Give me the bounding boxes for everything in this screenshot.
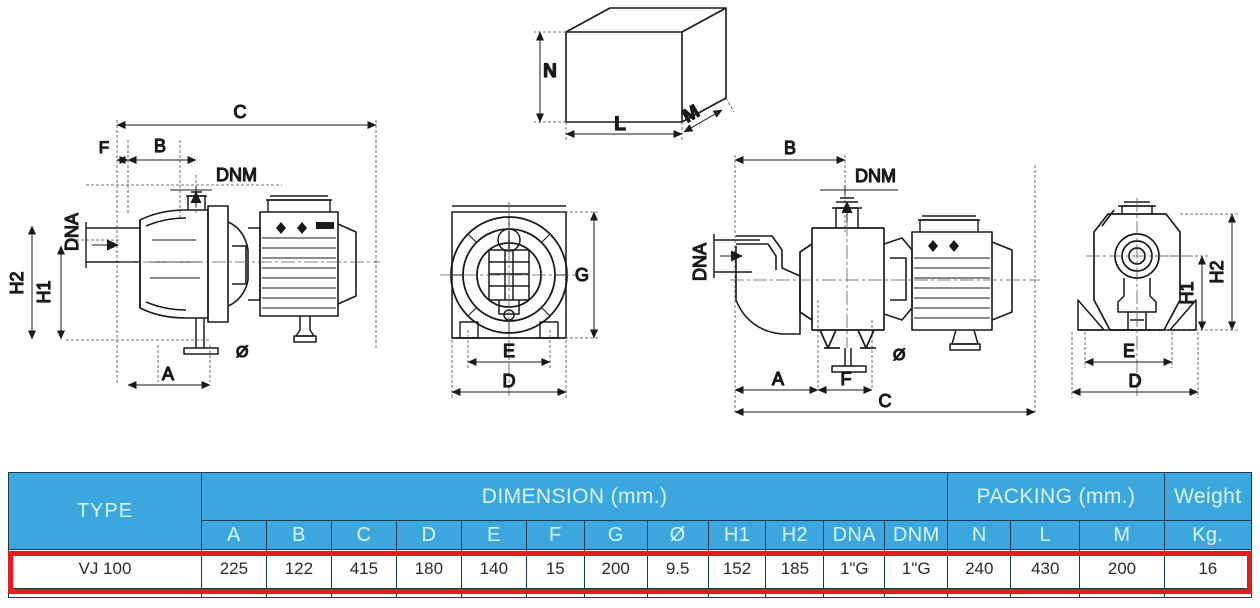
cell-next-L [1010, 588, 1081, 598]
cell-next-D [395, 588, 462, 598]
subheader-A: A [200, 520, 267, 550]
cell-E: 140 [460, 549, 527, 589]
view4-label-D: D [1129, 371, 1142, 391]
view4-label-H2: H2 [1207, 260, 1227, 283]
subheader-N: N [947, 520, 1012, 550]
view1-label-H2: H2 [7, 271, 27, 294]
cell-next-diameter [646, 588, 709, 598]
cell-next-M [1079, 588, 1165, 598]
subheader-B: B [265, 520, 332, 550]
view1-label-H1: H1 [34, 280, 54, 303]
cell-type: VJ 100 [8, 549, 202, 589]
cell-M: 200 [1079, 549, 1165, 589]
view1-label-B: B [154, 136, 166, 156]
drawing-view-3: B DNM DNA A [689, 137, 1040, 416]
header-type: TYPE [8, 472, 202, 550]
cell-next-F [525, 588, 585, 598]
subheader-H1: H1 [707, 520, 767, 550]
subheader-C: C [330, 520, 397, 550]
specification-table: TYPE DIMENSION (mm.) PACKING (mm.) Weigh… [8, 472, 1253, 598]
subheader-DNM: DNM [884, 520, 949, 550]
specification-table-wrapper: TYPE DIMENSION (mm.) PACKING (mm.) Weigh… [8, 472, 1253, 608]
view1-label-F: F [99, 138, 109, 157]
drawing-view-4: H2 H1 [1071, 198, 1240, 398]
view1-label-DNM: DNM [216, 165, 257, 185]
header-packing: PACKING (mm.) [947, 472, 1165, 521]
cell-next-H2 [765, 588, 825, 598]
cell-A: 225 [200, 549, 267, 589]
view4-label-E: E [1123, 341, 1135, 361]
cell-next-E [460, 588, 527, 598]
view2-label-E: E [503, 341, 515, 361]
cell-next-type [8, 588, 202, 598]
cell-DNA: 1"G [823, 549, 886, 589]
subheader-H2: H2 [765, 520, 825, 550]
view3-label-C: C [879, 391, 892, 411]
view1-label-A: A [162, 364, 174, 384]
packing-label-N: N [543, 61, 557, 82]
view2-label-G: G [575, 265, 589, 285]
drawing-view-2: G E [440, 202, 600, 398]
cell-next-Kg [1163, 588, 1253, 598]
subheader-E: E [460, 520, 527, 550]
header-dimension: DIMENSION (mm.) [200, 472, 949, 521]
cell-next-C [330, 588, 397, 598]
subheader-D: D [395, 520, 462, 550]
cell-L: 430 [1010, 549, 1081, 589]
cell-Kg: 16 [1163, 549, 1253, 589]
view3-label-B: B [784, 138, 796, 158]
subheader-diameter: Ø [646, 520, 709, 550]
cell-H1: 152 [707, 549, 767, 589]
cell-next-DNA [823, 588, 886, 598]
subheader-Kg: Kg. [1163, 520, 1253, 550]
subheader-F: F [525, 520, 585, 550]
view3-label-A: A [772, 369, 784, 389]
packing-label-L: L [614, 114, 626, 135]
packing-box-drawing: N L [534, 7, 735, 140]
view1-label-diameter: Ø [236, 344, 248, 361]
cell-D: 180 [395, 549, 462, 589]
technical-drawings-svg: C F B DNM [6, 7, 1240, 416]
cell-next-B [265, 588, 332, 598]
cell-diameter: 9.5 [646, 549, 709, 589]
cell-F: 15 [525, 549, 585, 589]
cell-C: 415 [330, 549, 397, 589]
cell-N: 240 [947, 549, 1012, 589]
cell-DNM: 1"G [884, 549, 949, 589]
view3-label-F: F [841, 369, 852, 389]
table-row[interactable]: VJ 100 225 122 415 180 140 15 200 9.5 15… [8, 549, 1253, 589]
table-sub-header-row: A B C D E F G Ø H1 H2 DNA DNM N L M Kg. [9, 520, 1253, 550]
cell-next-A [200, 588, 267, 598]
cell-next-N [947, 588, 1012, 598]
cell-next-DNM [884, 588, 949, 598]
cell-G: 200 [583, 549, 648, 589]
view4-label-H1: H1 [1177, 281, 1197, 304]
cell-next-G [583, 588, 648, 598]
view3-label-DNM: DNM [855, 166, 896, 186]
cell-next-H1 [707, 588, 767, 598]
view1-label-DNA: DNA [62, 213, 82, 251]
view1-label-C: C [234, 102, 247, 122]
table-row-next-partial[interactable] [8, 588, 1253, 598]
subheader-M: M [1079, 520, 1165, 550]
cell-B: 122 [265, 549, 332, 589]
view3-label-diameter: Ø [893, 347, 905, 364]
header-weight: Weight [1163, 472, 1253, 521]
view3-label-DNA: DNA [690, 243, 710, 281]
subheader-DNA: DNA [823, 520, 886, 550]
drawings-region: C F B DNM [6, 7, 1240, 416]
drawing-view-1: C F B DNM [6, 101, 380, 389]
view2-label-D: D [503, 371, 516, 391]
cell-H2: 185 [765, 549, 825, 589]
table-group-header-row: TYPE DIMENSION (mm.) PACKING (mm.) Weigh… [8, 472, 1253, 550]
subheader-G: G [583, 520, 648, 550]
subheader-L: L [1010, 520, 1081, 550]
